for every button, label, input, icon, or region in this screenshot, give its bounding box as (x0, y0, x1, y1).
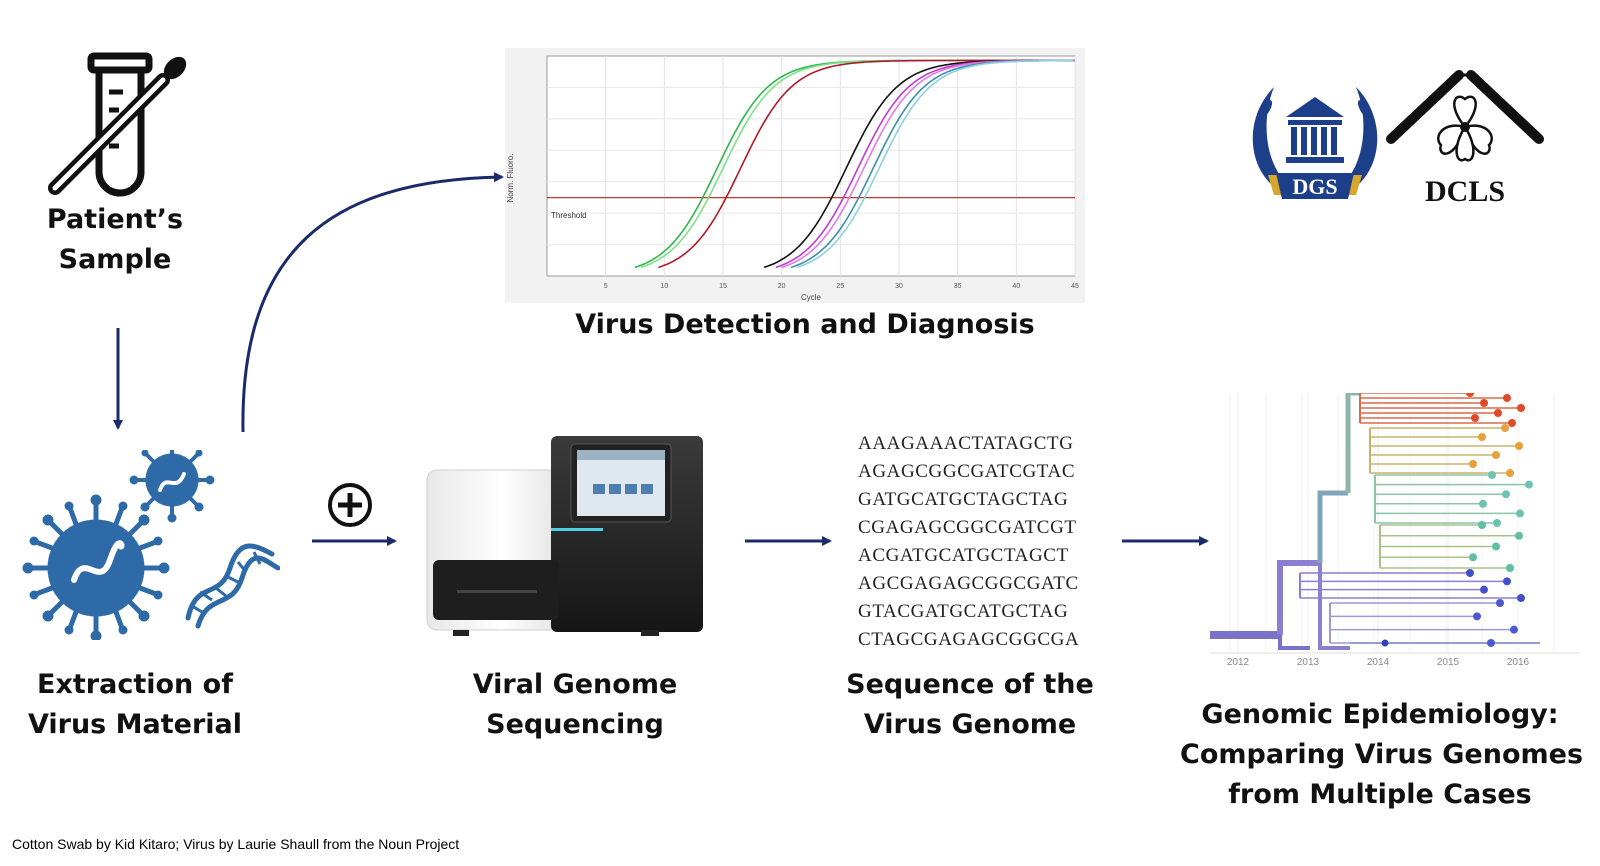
tree-tip (1506, 564, 1514, 572)
tree-branch (1278, 635, 1310, 650)
test-tube-swab-icon (48, 52, 187, 197)
tree-tip (1506, 469, 1514, 477)
sequence-line: AGAGCGGCGATCGTAC (858, 461, 1076, 482)
tree-tip (1469, 460, 1477, 468)
dcls-logo-text: DCLS (1425, 175, 1505, 208)
tree-tip (1525, 480, 1533, 489)
tree-branch (1277, 560, 1320, 635)
tree-axis-year: 2015 (1437, 657, 1460, 668)
pcr-x-tick: 5 (604, 283, 608, 290)
tree-tip (1471, 414, 1479, 422)
tree-branch (1318, 563, 1350, 650)
tree-tip (1479, 499, 1487, 508)
patient-sample-label: Patient’s Sample (46, 204, 184, 275)
tree-branch (1345, 393, 1360, 493)
sequence-label: Sequence of the Virus Genome (846, 669, 1094, 740)
tree-tip (1515, 531, 1523, 540)
phylogenetic-tree: 2012 2013 2014 2015 2016 (1210, 393, 1590, 685)
virus-material-icon (22, 450, 280, 640)
sequencer-instrument (426, 436, 703, 636)
pcr-x-tick: 30 (895, 283, 903, 290)
tree-tip (1494, 409, 1502, 417)
pcr-x-tick: 20 (778, 283, 786, 290)
pcr-threshold-label: Threshold (551, 211, 587, 220)
dgs-logo: DGS (1252, 87, 1378, 199)
pcr-x-tick: 40 (1012, 283, 1020, 290)
tree-tip (1517, 594, 1525, 602)
tree-axis-year: 2012 (1227, 657, 1250, 668)
tree-tip (1503, 394, 1511, 402)
tree-tip (1478, 433, 1486, 441)
tree-tip (1502, 490, 1510, 499)
pcr-x-tick: 15 (719, 283, 727, 290)
icon-credit: Cotton Swab by Kid Kitaro; Virus by Laur… (12, 836, 460, 852)
tree-axis-year: 2013 (1297, 657, 1320, 668)
plus-circle-icon (328, 483, 372, 527)
tree-axis-year: 2014 (1367, 657, 1390, 668)
sequence-line: CGAGAGCGGCGATCGT (858, 517, 1077, 538)
arrow-curved-to-detection (241, 172, 504, 433)
tree-tip (1480, 585, 1488, 594)
sequence-line: AGCGAGAGCGGCGATC (858, 573, 1079, 594)
tree-tip (1473, 612, 1481, 621)
tree-tip (1496, 599, 1504, 607)
pcr-y-label: Norm. Fluoro. (506, 154, 515, 203)
tree-axis-year: 2016 (1507, 657, 1530, 668)
tree-tip (1466, 393, 1474, 397)
dgs-logo-text: DGS (1292, 174, 1337, 199)
tree-tip (1516, 509, 1524, 518)
tree-tip (1515, 442, 1523, 450)
tree-tip (1469, 553, 1477, 562)
sequence-line: AAAGAAACTATAGCTG (858, 433, 1074, 454)
tree-tip (1493, 519, 1501, 527)
tree-tip (1480, 399, 1488, 407)
tree-branch (1317, 490, 1348, 563)
tree-tip (1503, 577, 1511, 586)
epidemiology-label: Genomic Epidemiology: Comparing Virus Ge… (1180, 699, 1584, 810)
tree-tip (1492, 542, 1500, 551)
dcls-logo: DCLS (1386, 70, 1544, 208)
tree-tip (1488, 471, 1496, 479)
tree-tip (1508, 419, 1516, 427)
pcr-x-tick: 10 (660, 283, 668, 290)
tree-tip (1510, 625, 1518, 634)
pcr-x-tick: 25 (836, 283, 844, 290)
tree-tip (1466, 569, 1474, 577)
pcr-series-line (796, 59, 1073, 269)
sequence-line: ACGATGCATGCTAGCT (858, 545, 1069, 566)
genome-sequence-text: AAAGAAACTATAGCTG AGAGCGGCGATCGTAC GATGCA… (858, 430, 1079, 654)
sequencing-label: Viral Genome Sequencing (472, 669, 678, 740)
tree-tip (1517, 404, 1525, 412)
tree-tip (1492, 451, 1500, 459)
pcr-x-tick: 45 (1071, 283, 1079, 290)
sequence-line: GTACGATGCATGCTAG (858, 601, 1069, 622)
sequence-line: GATGCATGCTAGCTAG (858, 489, 1069, 510)
pcr-x-tick: 35 (954, 283, 962, 290)
tree-tip (1501, 424, 1509, 432)
pcr-amplification-chart: 5 10 15 20 25 30 35 40 45 Norm. Fluoro. Cycle Th… (505, 48, 1085, 303)
tree-tip (1478, 521, 1486, 529)
pcr-x-label: Cycle (801, 293, 822, 302)
extraction-label: Extraction of Virus Material (27, 669, 243, 740)
tree-tip (1381, 639, 1389, 647)
sequence-line: CTAGCGAGAGCGGCGA (858, 629, 1080, 650)
detection-label: Virus Detection and Diagnosis (575, 309, 1035, 340)
tree-tip (1487, 639, 1495, 647)
